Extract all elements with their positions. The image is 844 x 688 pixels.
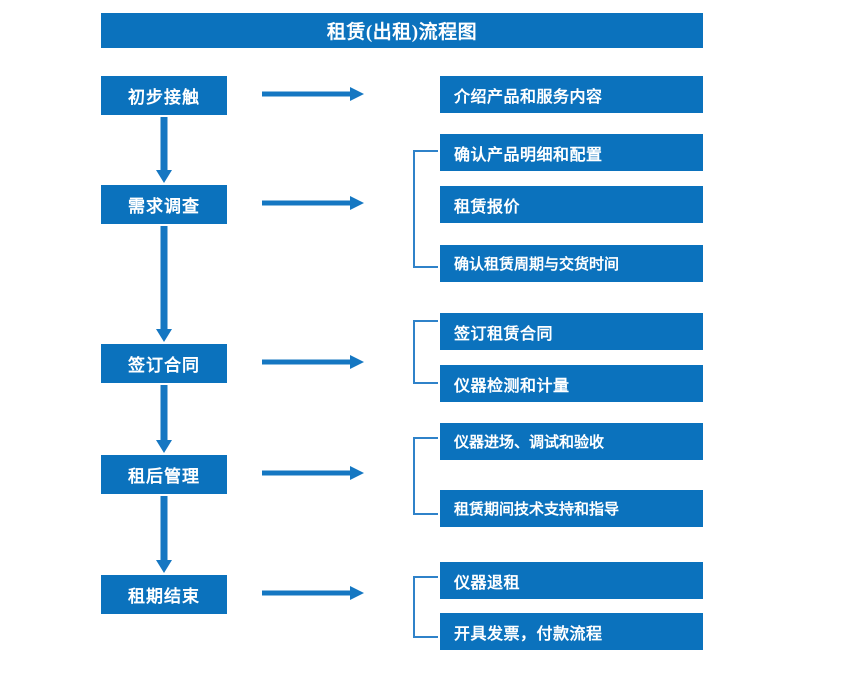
arrow-down-icon-contact-to-survey xyxy=(155,117,173,183)
detail-label: 仪器退租 xyxy=(454,574,521,592)
detail-box-confirm-product-config[interactable]: 确认产品明细和配置 xyxy=(440,134,703,171)
stage-box-lease-end[interactable]: 租期结束 xyxy=(101,575,227,614)
detail-box-invoice-payment-process[interactable]: 开具发票，付款流程 xyxy=(440,613,703,650)
arrow-right-icon-lease-end xyxy=(262,585,364,601)
page-title: 租赁(出租)流程图 xyxy=(101,13,703,48)
detail-box-instrument-return[interactable]: 仪器退租 xyxy=(440,562,703,599)
detail-label: 确认产品明细和配置 xyxy=(454,146,603,164)
detail-label: 仪器检测和计量 xyxy=(454,377,570,395)
detail-box-tech-support-guidance[interactable]: 租赁期间技术支持和指导 xyxy=(440,490,703,527)
arrow-down-icon-manage-to-end xyxy=(155,496,173,573)
group-bracket-lease-end xyxy=(412,576,440,638)
group-bracket-post-rent xyxy=(412,437,440,515)
group-bracket-needs-survey xyxy=(412,150,440,268)
detail-label: 签订租赁合同 xyxy=(454,325,554,343)
stage-box-needs-survey[interactable]: 需求调查 xyxy=(101,185,227,224)
detail-box-instrument-test-metering[interactable]: 仪器检测和计量 xyxy=(440,365,703,402)
stage-label: 租后管理 xyxy=(128,467,200,486)
stage-box-initial-contact[interactable]: 初步接触 xyxy=(101,76,227,115)
stage-label: 需求调查 xyxy=(128,197,200,216)
detail-box-rental-quotation[interactable]: 租赁报价 xyxy=(440,186,703,223)
detail-label: 仪器进场、调试和验收 xyxy=(454,435,605,451)
stage-label: 租期结束 xyxy=(128,587,200,606)
stage-box-sign-contract[interactable]: 签订合同 xyxy=(101,344,227,383)
arrow-down-icon-survey-to-contract xyxy=(155,226,173,342)
stage-label: 签订合同 xyxy=(128,356,200,375)
detail-box-introduce-product-service[interactable]: 介绍产品和服务内容 xyxy=(440,76,703,113)
stage-label: 初步接触 xyxy=(128,88,200,107)
stage-box-post-rent-manage[interactable]: 租后管理 xyxy=(101,455,227,494)
detail-label: 介绍产品和服务内容 xyxy=(454,88,603,106)
detail-label: 确认租赁周期与交货时间 xyxy=(454,257,620,273)
arrow-right-icon-initial-contact xyxy=(262,86,364,102)
detail-label: 开具发票，付款流程 xyxy=(454,625,603,643)
detail-label: 租赁期间技术支持和指导 xyxy=(454,502,620,518)
group-bracket-sign-contract xyxy=(412,320,440,384)
arrow-right-icon-needs-survey xyxy=(262,195,364,211)
detail-box-instrument-entry-accept[interactable]: 仪器进场、调试和验收 xyxy=(440,423,703,460)
arrow-right-icon-sign-contract xyxy=(262,354,364,370)
arrow-right-icon-post-rent xyxy=(262,465,364,481)
detail-box-confirm-period-delivery[interactable]: 确认租赁周期与交货时间 xyxy=(440,245,703,282)
detail-box-sign-rental-contract[interactable]: 签订租赁合同 xyxy=(440,313,703,350)
detail-label: 租赁报价 xyxy=(454,198,521,216)
arrow-down-icon-contract-to-manage xyxy=(155,385,173,453)
